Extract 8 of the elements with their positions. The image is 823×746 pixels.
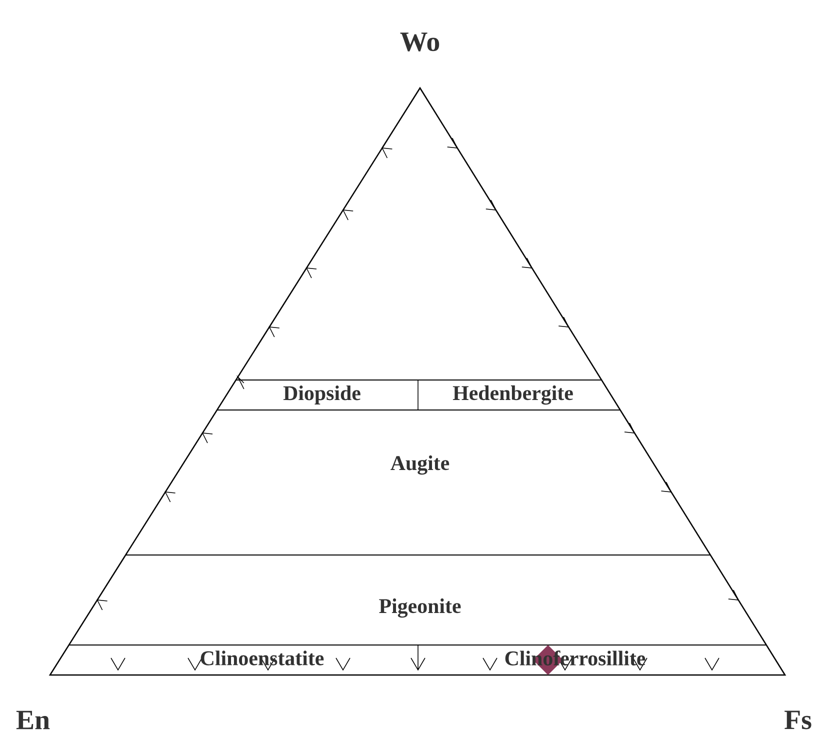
field-label: Diopside — [283, 386, 360, 404]
vertex-label: Fs — [784, 710, 812, 730]
field-label: Augite — [390, 455, 450, 475]
field-label: Hedenbergite — [452, 385, 573, 405]
field-label: Pigeonite — [379, 598, 461, 618]
field-label: Clinoenstatite — [200, 650, 324, 666]
vertex-label: Wo — [400, 32, 440, 52]
vertex-label: En — [16, 710, 50, 730]
